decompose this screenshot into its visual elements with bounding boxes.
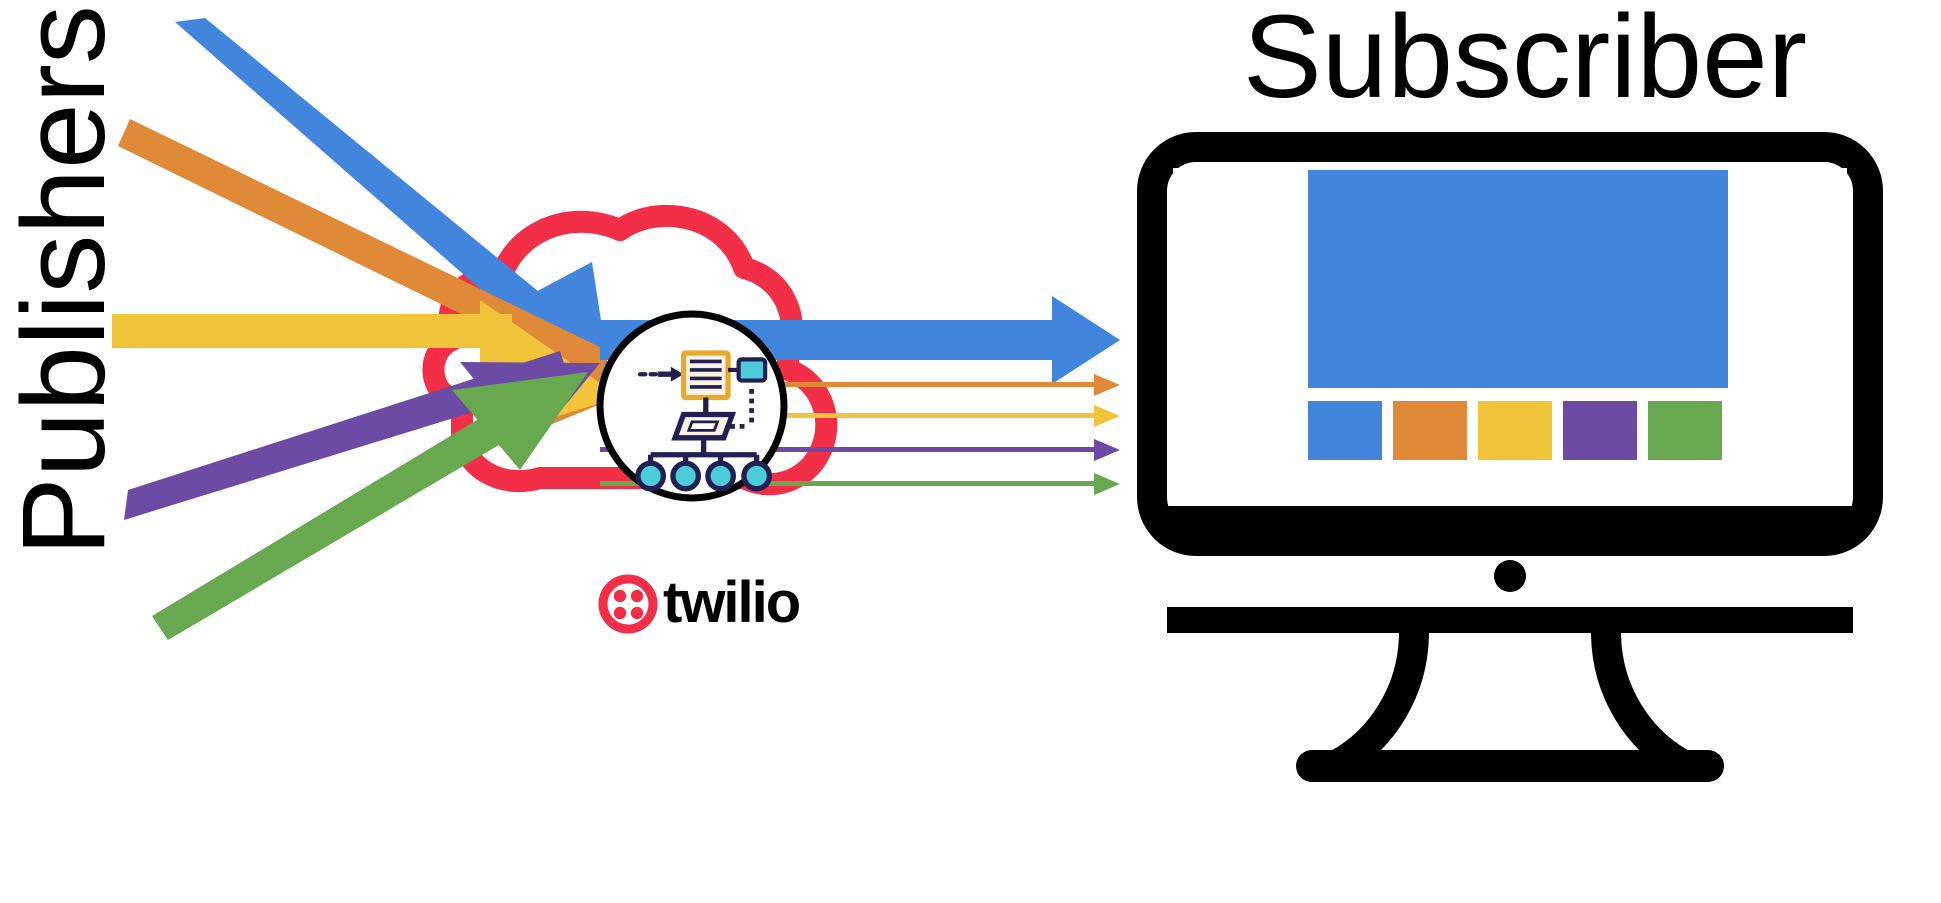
subscriber-monitor[interactable] bbox=[1137, 132, 1883, 782]
publisher-arrow-green bbox=[152, 372, 588, 640]
subscriber-arrow-purple bbox=[600, 439, 1120, 461]
broker-cache-box bbox=[728, 357, 768, 383]
monitor-base bbox=[1296, 750, 1724, 782]
swatch-blue bbox=[1308, 401, 1382, 460]
swatch-green bbox=[1648, 401, 1722, 460]
twilio-logo: twilio bbox=[598, 570, 802, 635]
publishers-label: Publishers bbox=[0, 5, 130, 556]
twilio-wordmark: twilio bbox=[663, 570, 800, 635]
swatch-yellow bbox=[1478, 401, 1552, 460]
broker-input-arrow bbox=[658, 366, 684, 382]
subscriber-arrow-orange bbox=[600, 374, 1120, 396]
subscriber-arrow-yellow bbox=[600, 405, 1120, 427]
publisher-arrows-group bbox=[112, 18, 635, 640]
broker-queue-stack bbox=[680, 350, 731, 401]
broker-consumer-nodes bbox=[635, 460, 773, 492]
screen-swatch-row bbox=[1308, 401, 1722, 460]
swatch-orange bbox=[1393, 401, 1467, 460]
broker-router bbox=[671, 411, 737, 441]
swatch-purple bbox=[1563, 401, 1637, 460]
monitor-stand-right bbox=[1591, 631, 1690, 778]
monitor-stand-left bbox=[1330, 631, 1429, 778]
monitor-bezel bbox=[1137, 132, 1883, 556]
subscriber-arrow-green bbox=[600, 473, 1120, 495]
message-broker-icon bbox=[635, 350, 773, 492]
broker-dotted-path-vertical bbox=[749, 389, 755, 423]
broker-dotted-path-horizontal bbox=[730, 424, 745, 429]
screen-main-panel bbox=[1308, 170, 1728, 388]
subscriber-label: Subscriber bbox=[1243, 0, 1807, 123]
twilio-logo-mark bbox=[598, 574, 658, 634]
monitor-power-dot bbox=[1494, 560, 1526, 592]
message-broker-node[interactable] bbox=[596, 310, 788, 502]
